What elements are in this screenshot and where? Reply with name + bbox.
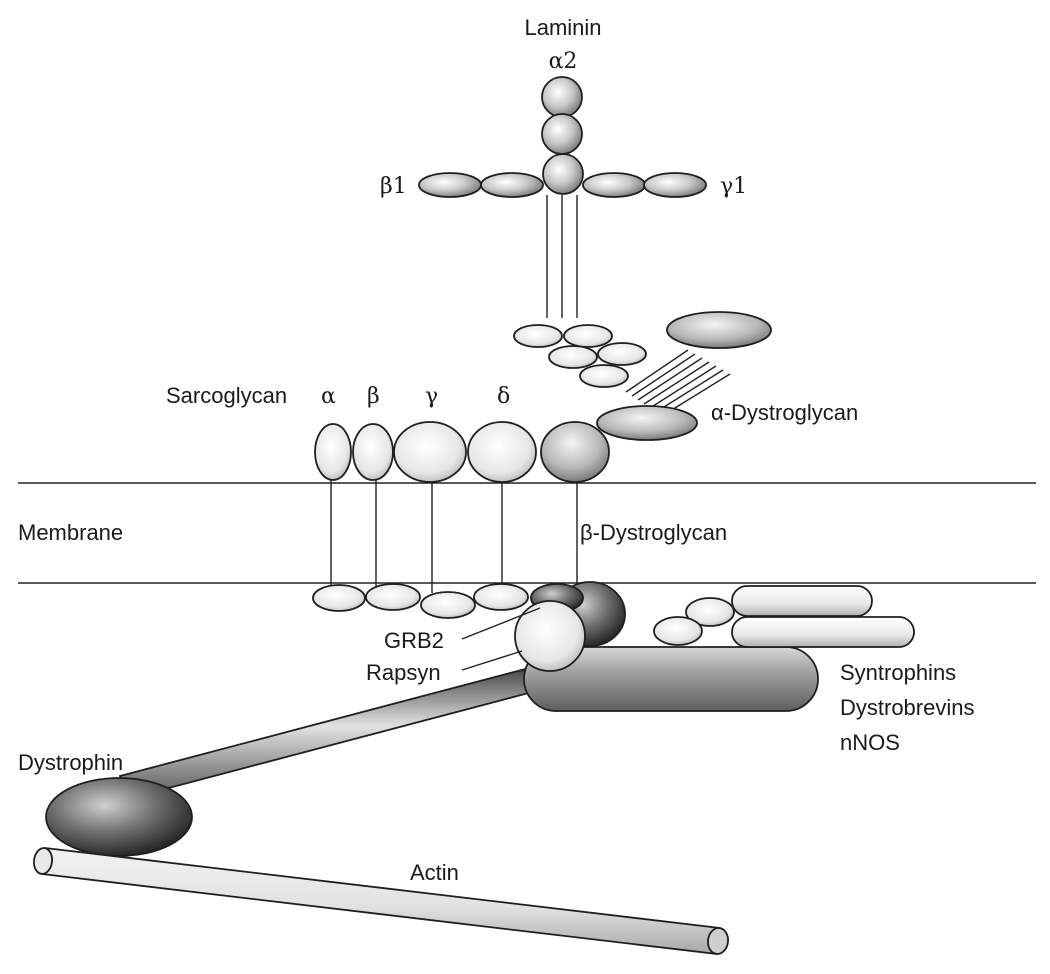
sarcoglycan-gamma-label: γ [425, 384, 438, 409]
sarcoglycan-delta [467, 421, 537, 483]
sarcoglycan-gamma-cytoplasmic [420, 591, 476, 619]
sarcoglycan-beta [352, 423, 394, 481]
laminin-label: Laminin [524, 15, 601, 40]
laminin-central-domain [542, 153, 584, 195]
syntrophins-label: Syntrophins [840, 660, 956, 685]
glycan-domain [597, 342, 647, 366]
glycan-chains [625, 349, 731, 417]
grb2-leader-line [461, 607, 541, 640]
alpha-dystroglycan-upper-domain [666, 311, 772, 349]
rapsyn-leader-line [461, 650, 523, 671]
sarcoglycan-gamma [393, 421, 467, 483]
membrane-label: Membrane [18, 520, 123, 545]
syntrophin-pdz-domain [653, 616, 703, 646]
alpha-dystroglycan-label: α-Dystroglycan [711, 400, 858, 425]
sarcoglycan-alpha [314, 423, 352, 481]
membrane: Membrane β-Dystroglycan [18, 480, 1036, 593]
dystrophin-label: Dystrophin [18, 750, 123, 775]
actin-filament [41, 847, 721, 955]
actin-filament-end-right [707, 927, 729, 955]
actin-filament-end-left [33, 847, 53, 875]
transmembrane-segments [330, 480, 578, 593]
glycan-domain [579, 364, 629, 388]
cytoplasmic-complex: GRB2 Rapsyn Syntrophins Dystrobrevins nN… [18, 581, 974, 955]
beta-dystroglycan-label: β-Dystroglycan [580, 520, 727, 545]
beta-dystroglycan-extracellular [540, 421, 610, 483]
beta1-label: β1 [380, 174, 407, 199]
dystrophin-actin-binding-domain [45, 777, 193, 857]
dystrophin-c-terminal-domain [523, 646, 819, 712]
alpha-dystroglycan-lower-domain [596, 405, 698, 441]
dystrophin-rod [118, 665, 542, 801]
dystrobrevins-label: Dystrobrevins [840, 695, 974, 720]
dystrobrevin-cylinder [731, 585, 873, 617]
syntrophin-cylinder [731, 616, 915, 648]
gamma1-label: γ1 [720, 174, 747, 199]
nnos-label: nNOS [840, 730, 900, 755]
sarcoglycan-complex: Sarcoglycan α β γ δ [166, 383, 610, 483]
laminin-coiled-coil [546, 195, 578, 318]
laminin-gamma1-domain-2 [643, 172, 707, 198]
sarcoglycan-delta-cytoplasmic [473, 583, 529, 611]
sarcoglycan-label: Sarcoglycan [166, 383, 287, 408]
alpha2-label: α2 [549, 49, 578, 74]
laminin-gamma1-domain-1 [582, 172, 646, 198]
actin-label: Actin [410, 860, 459, 885]
sarcoglycan-alpha-label: α [321, 384, 336, 409]
sarcoglycan-beta-label: β [367, 384, 380, 409]
rapsyn [514, 600, 586, 672]
glycan-domain [513, 324, 563, 348]
sarcoglycan-delta-label: δ [497, 384, 510, 409]
grb2-label: GRB2 [384, 628, 444, 653]
glycan-domain [548, 345, 598, 369]
sarcoglycan-alpha-cytoplasmic [312, 584, 366, 612]
glycan-domain [563, 324, 613, 348]
laminin-beta1-domain-2 [480, 172, 544, 198]
nnos-domain [685, 597, 735, 627]
laminin-alpha2-domain-2 [541, 113, 583, 155]
sarcoglycan-beta-cytoplasmic [365, 583, 421, 611]
laminin-beta1-domain-1 [418, 172, 482, 198]
rapsyn-label: Rapsyn [366, 660, 441, 685]
alpha-dystroglycan: α-Dystroglycan [513, 311, 858, 441]
laminin-alpha2-domain-1 [541, 76, 583, 118]
laminin: Laminin α2 β1 γ1 [380, 15, 747, 318]
